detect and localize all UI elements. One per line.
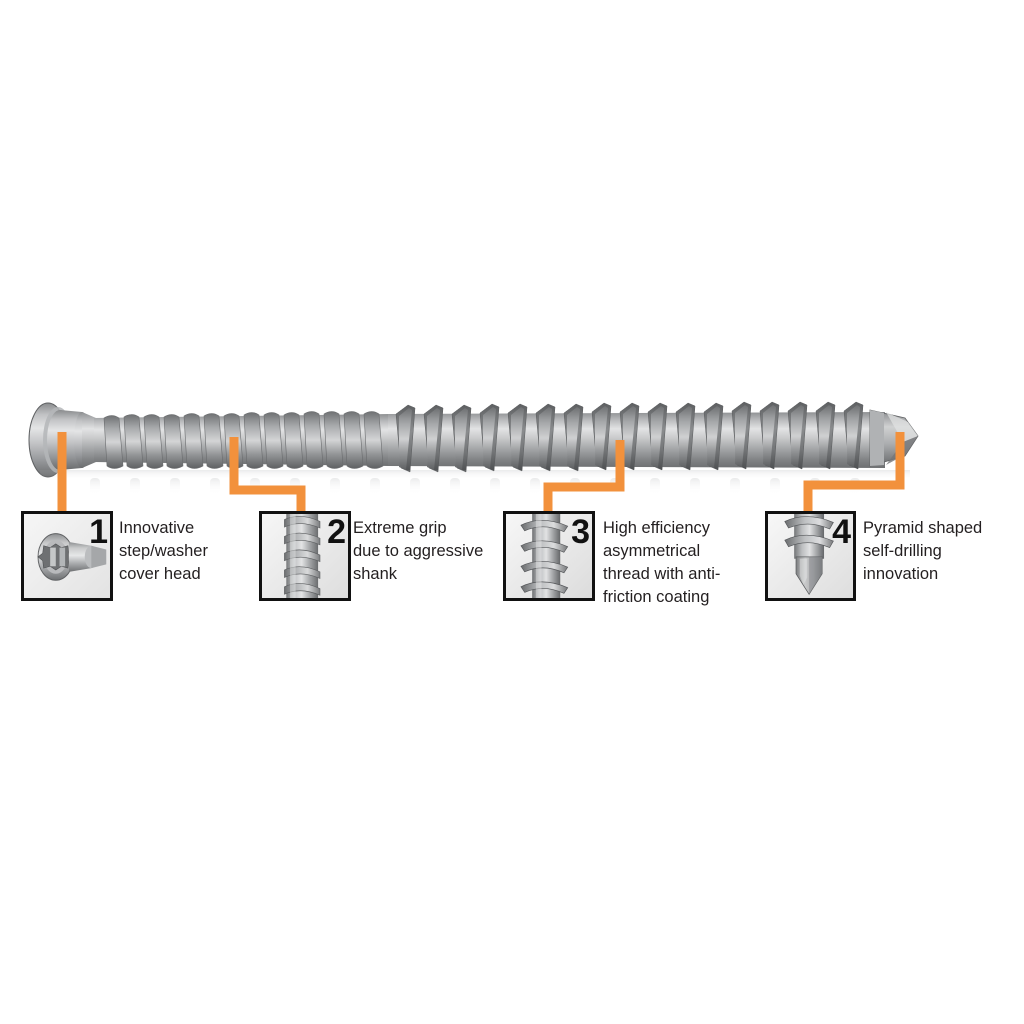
screw-full-view — [28, 401, 919, 478]
screw-head-detail-icon — [24, 514, 110, 598]
callout-number-3: 3 — [571, 513, 590, 551]
callout-text-2: Extreme grip due to aggressive shank — [353, 519, 484, 583]
screw-shank-detail-icon — [262, 514, 348, 598]
callout-number-2: 2 — [327, 513, 346, 551]
screw-tip — [869, 409, 919, 467]
callout-number-1: 1 — [89, 513, 108, 551]
screw-threads — [388, 401, 885, 473]
callout-number-4: 4 — [832, 513, 851, 551]
callout-text-1: Innovative step/washer cover head — [119, 519, 208, 583]
screw-thread-detail-icon — [506, 514, 592, 598]
screw-shank — [94, 411, 390, 469]
callout-box-2[interactable]: 2 — [259, 511, 351, 601]
callout-box-4[interactable]: 4 — [765, 511, 856, 601]
callout-box-3[interactable]: 3 — [503, 511, 595, 601]
screw-tip-detail-icon — [768, 514, 853, 598]
callout-text-3: High efficiency asymmetrical thread with… — [603, 519, 721, 606]
callout-box-1[interactable]: 1 — [21, 511, 113, 601]
screw-head — [28, 402, 96, 478]
callout-text-4: Pyramid shaped self-drilling innovation — [863, 519, 983, 583]
